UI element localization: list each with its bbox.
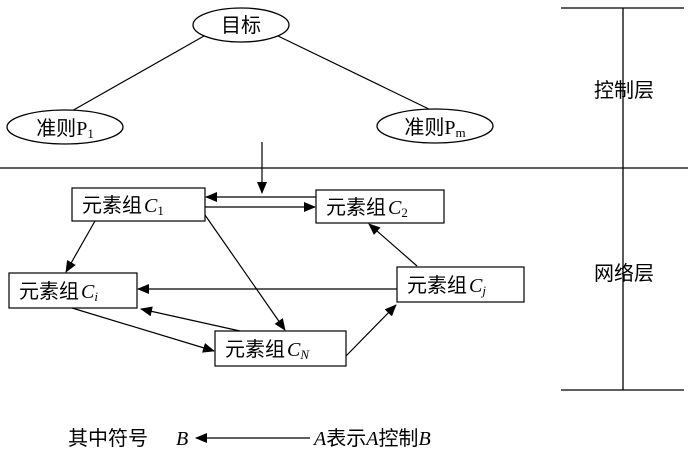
goal-to-criterion-m-line xyxy=(278,36,435,112)
legend-prefix: 其中符号 xyxy=(68,426,148,450)
c1-to-cn-arrow xyxy=(205,215,285,330)
cj-to-c2-arrow xyxy=(369,224,417,266)
ci-to-cn-arrow xyxy=(72,308,214,351)
element-group-cn-label: 元素组CN xyxy=(225,337,310,362)
element-group-ci-label: 元素组Ci xyxy=(19,279,98,304)
goal-to-criterion-1-line xyxy=(70,36,204,112)
goal-label: 目标 xyxy=(221,13,261,37)
control-layer-label: 控制层 xyxy=(594,78,654,102)
element-group-cj-label: 元素组Cj xyxy=(407,273,486,298)
element-group-c1-label: 元素组C1 xyxy=(82,193,164,218)
network-layer-label: 网络层 xyxy=(594,261,654,285)
element-group-c2-label: 元素组C2 xyxy=(326,195,408,220)
legend-explanation: A表示A控制B xyxy=(312,426,431,450)
cn-to-ci-arrow xyxy=(141,309,240,331)
legend-symbol-b: B xyxy=(176,428,188,450)
cn-to-cj-arrow xyxy=(346,305,396,356)
criterion-1-label: 准则P1 xyxy=(36,116,94,141)
c1-to-ci-arrow xyxy=(66,221,95,272)
